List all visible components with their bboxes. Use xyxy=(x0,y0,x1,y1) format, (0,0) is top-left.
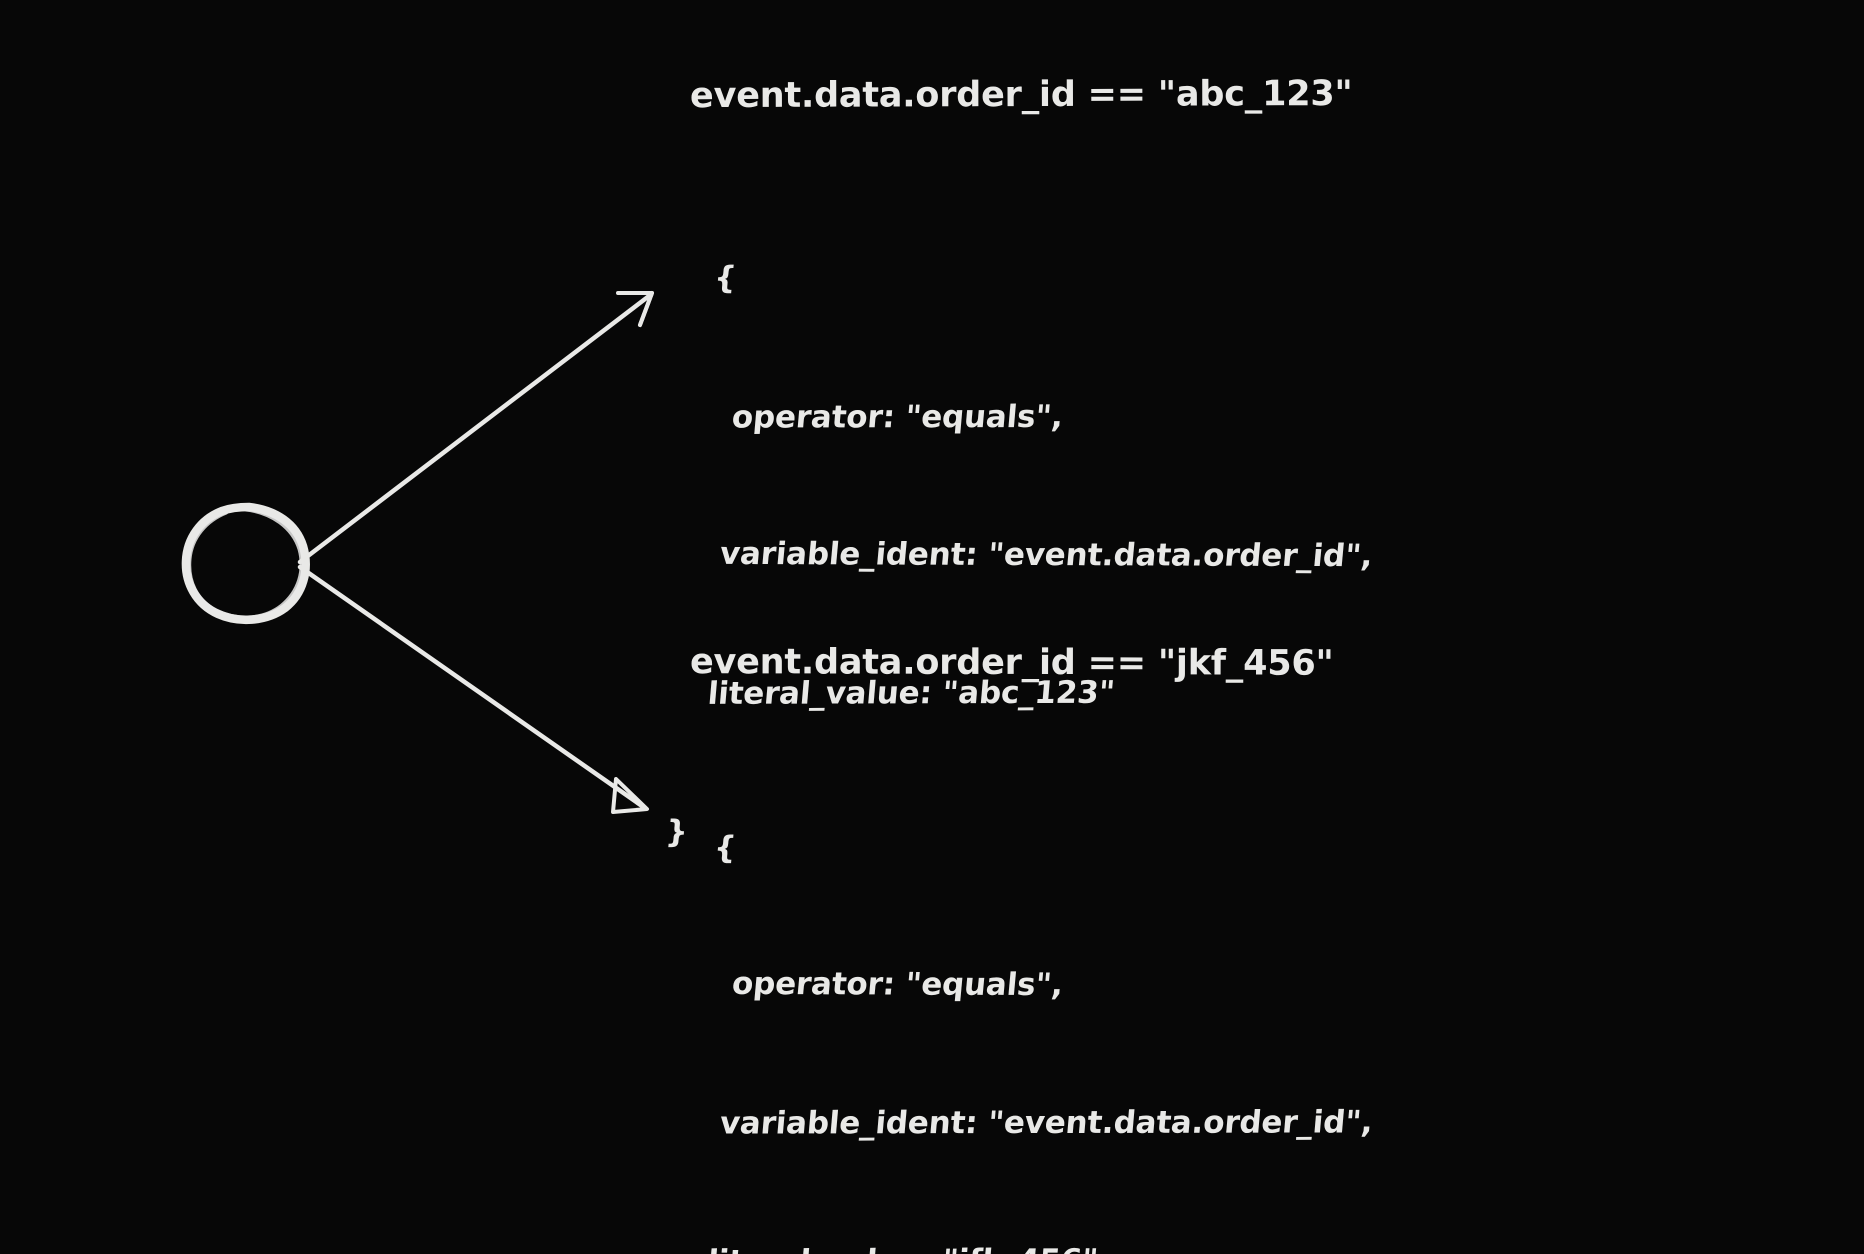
edge-to-branch-b[interactable] xyxy=(297,564,649,814)
branch-b-group: event.data.order_id == "jkf_456" { opera… xyxy=(689,640,1374,1254)
branch-a-line-variable-ident: variable_ident: "event.data.order_id", xyxy=(718,535,1375,575)
edge-to-branch-a[interactable] xyxy=(297,291,654,565)
branch-b-line-variable-ident: variable_ident: "event.data.order_id", xyxy=(718,1104,1375,1142)
branch-a-line-operator: operator: "equals", xyxy=(730,398,1065,436)
root-condition-node[interactable] xyxy=(181,502,310,625)
branch-b-line-literal-value: literal_value: "jfk_456" xyxy=(676,1237,1363,1254)
branch-a-open-brace: { xyxy=(712,260,738,297)
branch-b-open-brace: { xyxy=(712,830,738,867)
branch-a-title: event.data.order_id == "abc_123" xyxy=(689,73,1353,117)
branch-b-code: { operator: "equals", variable_ident: "e… xyxy=(656,732,1407,1254)
branch-b-title: event.data.order_id == "jkf_456" xyxy=(689,642,1334,684)
branch-b-line-operator: operator: "equals", xyxy=(730,965,1065,1004)
